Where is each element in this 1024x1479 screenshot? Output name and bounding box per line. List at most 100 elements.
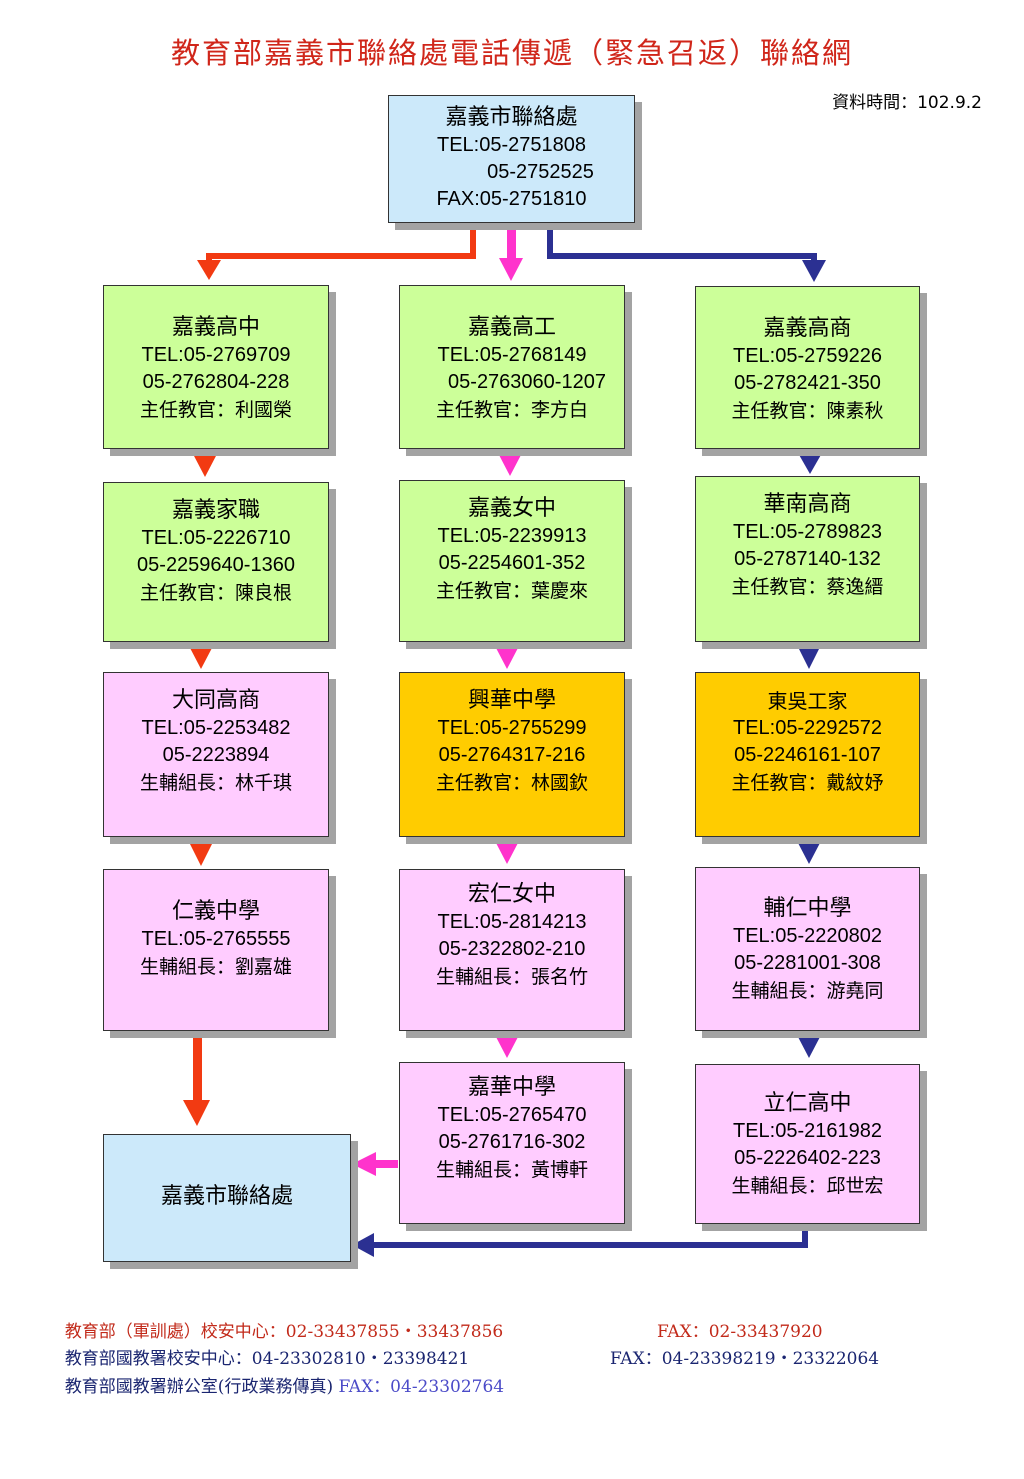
node-tel: TEL:05-2759226 (732, 345, 882, 367)
node-name: 嘉義高中 (171, 315, 260, 340)
navy-connector-bottom (372, 1224, 808, 1248)
navy-connector (804, 837, 813, 842)
node-c1r1: 嘉義高中 TEL:05-2769709 05-2762804-228 主任教官：… (103, 285, 329, 449)
node-tel: TEL:05-2253482 (141, 717, 291, 739)
page-title: 教育部嘉義市聯絡處電話傳遞（緊急召返）聯絡網 (170, 36, 853, 70)
node-name: 大同高商 (171, 688, 260, 713)
node-tel: TEL:05-2768149 (437, 344, 587, 366)
node-tel: TEL:05-2220802 (732, 925, 882, 947)
node-tel-alt: 05-2226402-223 (734, 1147, 881, 1169)
magenta-connector (503, 1031, 512, 1036)
magenta-arrowhead (495, 841, 519, 864)
footer-line-3-fax: FAX：04-23302764 (338, 1377, 505, 1397)
navy-arrowhead (797, 645, 821, 669)
magenta-arrowhead (352, 1152, 376, 1176)
red-connector-top (206, 224, 476, 262)
node-tel: TEL:05-2161982 (732, 1120, 882, 1142)
node-tel: TEL:05-2765470 (437, 1104, 587, 1126)
node-tel: TEL:05-2814213 (437, 911, 587, 933)
navy-arrows (352, 224, 826, 1257)
node-name: 仁義中學 (171, 899, 260, 924)
node-contact: 生輔組長：邱世宏 (731, 1175, 884, 1197)
node-tel-alt: 05-2764317-216 (438, 744, 586, 766)
node-name: 宏仁女中 (467, 882, 556, 907)
node-c2r3: 興華中學 TEL:05-2755299 05-2764317-216 主任教官：… (399, 672, 625, 837)
navy-arrowhead (798, 453, 822, 474)
node-c3r2: 華南高商 TEL:05-2789823 05-2787140-132 主任教官：… (695, 476, 920, 642)
node-name: 華南高商 (763, 492, 852, 517)
node-contact: 生輔組長：張名竹 (435, 966, 588, 988)
node-name: 嘉義高商 (763, 316, 852, 341)
node-c2r2: 嘉義女中 TEL:05-2239913 05-2254601-352 主任教官：… (399, 480, 625, 642)
node-tel-alt: 05-2763060-1207 (448, 371, 606, 393)
node-name: 嘉義市聯絡處 (445, 105, 578, 130)
node-tel-alt: 05-2281001-308 (734, 952, 881, 974)
node-tel: TEL:05-2226710 (141, 527, 291, 549)
navy-connector (804, 642, 813, 646)
magenta-connector (374, 1160, 398, 1168)
red-connector (198, 837, 207, 843)
node-c2r1: 嘉義高工 TEL:05-2768149 05-2763060-1207 主任教官… (399, 285, 625, 449)
node-name: 嘉華中學 (467, 1075, 556, 1100)
magenta-connector (507, 224, 516, 260)
node-tel-alt: 05-2752525 (487, 161, 594, 183)
node-contact: 主任教官：李方白 (435, 399, 588, 421)
footer-line-1-fax: FAX：02-33437920 (657, 1322, 823, 1342)
node-fax: FAX:05-2751810 (436, 188, 587, 210)
footer-line-3-text: 教育部國教署辦公室(行政業務傳真) (64, 1377, 334, 1397)
footer-line-2-text: 教育部國教署校安中心：04-23302810・23398421 (64, 1349, 470, 1369)
magenta-arrows (352, 224, 523, 1176)
node-contact: 生輔組長：劉嘉雄 (139, 956, 292, 978)
node-chiayi-liaison-office-return: 嘉義市聯絡處 (103, 1134, 351, 1262)
node-c1r3: 大同高商 TEL:05-2253482 05-2223894 生輔組長：林千琪 (103, 672, 329, 837)
footer-line-1-text: 教育部（軍訓處）校安中心：02-33437855・33437856 (64, 1322, 504, 1342)
data-time: 資料時間：102.9.2 (832, 93, 982, 113)
node-c3r4: 輔仁中學 TEL:05-2220802 05-2281001-308 生輔組長：… (695, 867, 920, 1031)
node-tel: TEL:05-2765555 (141, 928, 291, 950)
navy-connector (804, 1031, 813, 1036)
navy-arrowhead (797, 1035, 821, 1058)
navy-connector (806, 449, 815, 454)
magenta-arrowhead (498, 453, 522, 476)
node-name: 嘉義家職 (171, 498, 260, 523)
magenta-arrowhead (495, 1035, 519, 1058)
magenta-connector (506, 449, 515, 454)
node-name: 嘉義市聯絡處 (160, 1184, 293, 1209)
node-name: 興華中學 (467, 688, 556, 713)
footer-line-3: 教育部國教署辦公室(行政業務傳真) FAX：04-23302764 (54, 1352, 504, 1397)
magenta-arrowhead (499, 258, 523, 281)
magenta-connector (503, 642, 512, 647)
red-connector (204, 449, 213, 455)
node-contact: 主任教官：陳素秋 (731, 400, 884, 422)
node-contact: 主任教官：葉慶來 (435, 580, 588, 602)
magenta-connector (503, 837, 512, 842)
node-tel-alt: 05-2761716-302 (438, 1131, 586, 1153)
navy-arrowhead (802, 260, 826, 282)
node-c2r4: 宏仁女中 TEL:05-2814213 05-2322802-210 生輔組長：… (399, 869, 625, 1031)
node-name: 東吳工家 (767, 689, 848, 713)
node-contact: 生輔組長：游堯同 (731, 980, 884, 1002)
node-tel-alt: 05-2259640-1360 (137, 554, 295, 576)
node-contact: 主任教官：利國榮 (139, 399, 292, 421)
navy-arrowhead (352, 1233, 374, 1257)
node-tel: TEL:05-2789823 (732, 521, 882, 543)
red-arrowhead (183, 1100, 210, 1126)
magenta-arrowhead (495, 646, 519, 669)
red-arrowhead (189, 646, 213, 669)
node-tel: TEL:05-2751808 (436, 134, 586, 156)
node-tel-alt: 05-2322802-210 (438, 938, 586, 960)
red-connector (199, 642, 208, 647)
node-tel-alt: 05-2782421-350 (734, 372, 881, 394)
node-contact: 主任教官：陳良根 (139, 582, 292, 604)
node-chiayi-liaison-office: 嘉義市聯絡處 TEL:05-2751808 05-2752525 FAX:05-… (388, 95, 635, 223)
node-tel: TEL:05-2292572 (732, 717, 882, 739)
node-name: 嘉義高工 (467, 315, 556, 340)
node-tel-alt: 05-2254601-352 (438, 552, 586, 574)
red-arrowhead (189, 842, 213, 866)
node-c2r5: 嘉華中學 TEL:05-2765470 05-2761716-302 生輔組長：… (399, 1062, 625, 1224)
node-name: 嘉義女中 (467, 496, 556, 521)
red-arrowhead (193, 454, 217, 477)
navy-arrowhead (797, 841, 821, 864)
